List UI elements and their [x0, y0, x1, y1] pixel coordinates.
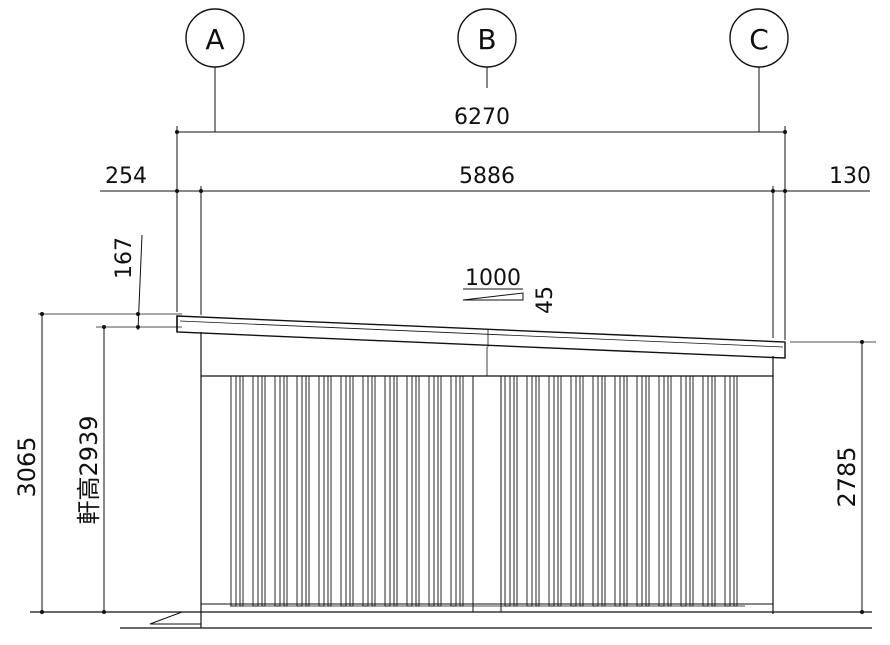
louver-slat — [393, 375, 398, 607]
louver-slat — [283, 375, 288, 607]
roof-thickness-dimension: 167 — [96, 234, 182, 331]
louver-slat — [724, 375, 731, 607]
louver-slat — [601, 375, 606, 607]
louver-slat — [406, 375, 413, 607]
louver-slat — [513, 375, 518, 607]
louver-slat — [636, 375, 643, 607]
right-height-dimension: 2785 — [790, 340, 876, 614]
louver-slat — [526, 375, 533, 607]
louver-slat — [296, 375, 303, 607]
louver-slat — [450, 375, 457, 607]
louver-slat — [614, 375, 621, 607]
louver-slat — [252, 375, 259, 607]
slope-rise-label: 45 — [533, 286, 558, 314]
louver-slat — [658, 375, 665, 607]
louver-slat — [327, 375, 332, 607]
louver-slat — [570, 375, 577, 607]
louver-slat — [384, 375, 391, 607]
roof-thickness-label: 167 — [112, 237, 137, 279]
left-overhang-label: 254 — [105, 164, 147, 189]
louver-slat — [645, 375, 650, 607]
louver-slat — [362, 375, 369, 607]
overall-dimension: 6270 — [175, 105, 787, 134]
louver-slat — [274, 375, 281, 607]
span-dimension-label: 5886 — [459, 164, 515, 189]
louver-slat — [711, 375, 716, 607]
louver-slat — [557, 375, 562, 607]
wall-louvers — [230, 375, 738, 607]
grid-bubble-c: C — [729, 8, 789, 132]
total-height-dimension: 3065 — [13, 312, 130, 614]
span-dimension-row: 254 5886 130 — [100, 164, 871, 193]
slope-run-label: 1000 — [465, 266, 521, 291]
louver-slat — [371, 375, 376, 607]
grid-bubble-b: B — [457, 8, 517, 88]
louver-slat — [459, 375, 464, 607]
louver-slat — [305, 375, 310, 607]
louver-slat — [428, 375, 435, 607]
louver-slat — [349, 375, 354, 607]
total-height-label: 3065 — [13, 436, 41, 497]
louver-slat — [535, 375, 540, 607]
eave-height-dimension: 軒高2939 — [75, 325, 106, 614]
louver-slat — [592, 375, 599, 607]
center-door-panel — [472, 375, 502, 613]
louver-slat — [415, 375, 420, 607]
right-height-label: 2785 — [833, 446, 861, 507]
louver-slat — [548, 375, 555, 607]
louver-slat — [667, 375, 672, 607]
louver-slat — [239, 375, 244, 607]
louver-slat — [437, 375, 442, 607]
louver-slat — [261, 375, 266, 607]
louver-slat — [680, 375, 687, 607]
louver-slat — [579, 375, 584, 607]
louver-slat — [340, 375, 347, 607]
right-overhang-label: 130 — [829, 164, 871, 189]
louver-slat — [623, 375, 628, 607]
eave-height-label: 軒高2939 — [75, 415, 103, 524]
grid-bubble-a: A — [185, 8, 245, 132]
roof-slab — [176, 315, 786, 359]
louver-slat — [733, 375, 738, 607]
grid-label-c: C — [749, 23, 769, 56]
louver-slat — [504, 375, 511, 607]
louver-slat — [230, 375, 237, 607]
extension-lines — [176, 126, 786, 340]
overall-dimension-label: 6270 — [454, 105, 510, 130]
grid-label-a: A — [205, 23, 224, 56]
grid-label-b: B — [477, 23, 496, 56]
louver-slat — [318, 375, 325, 607]
louver-slat — [689, 375, 694, 607]
louver-slat — [702, 375, 709, 607]
ground-base — [30, 603, 872, 629]
slope-indicator: 1000 45 — [462, 266, 558, 314]
